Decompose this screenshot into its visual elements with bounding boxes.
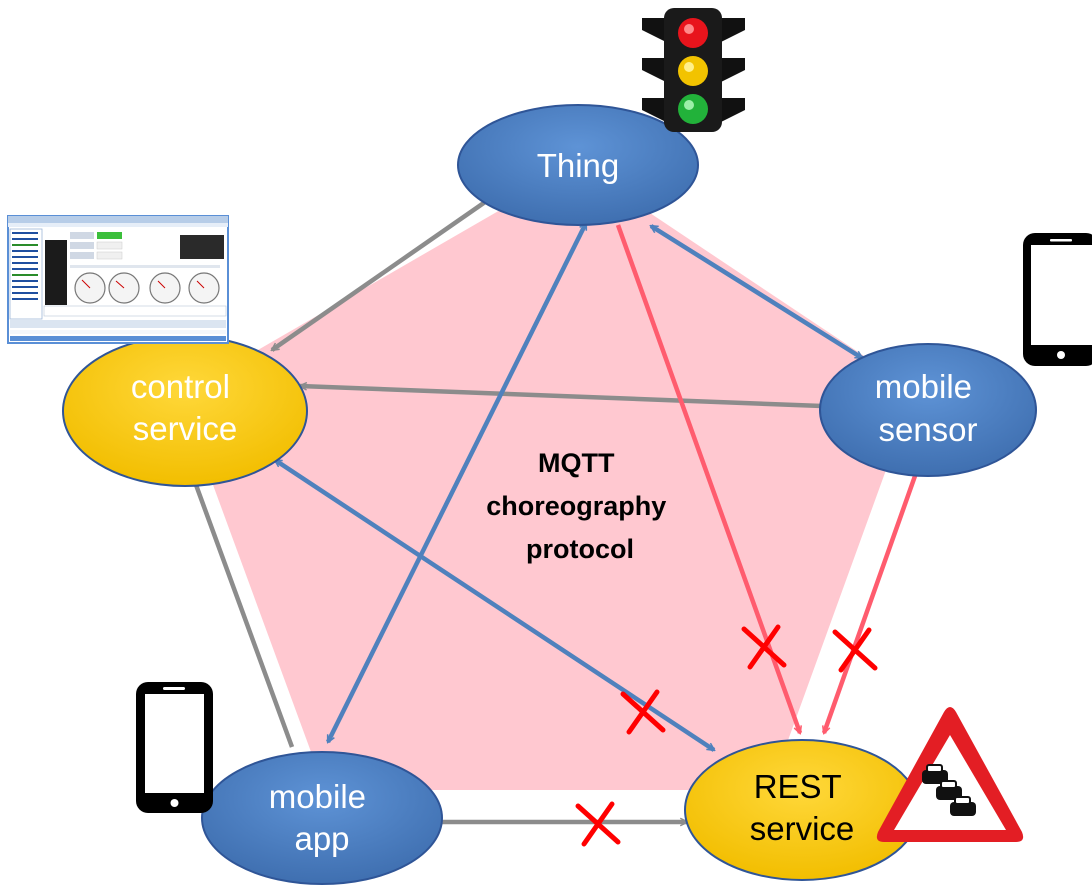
svg-text:REST service: REST service — [750, 768, 855, 847]
node-control-service[interactable]: control service — [62, 335, 308, 487]
blocked-mark-sensor-to-rest — [832, 627, 878, 673]
node-control-service-label-line-2: service — [133, 410, 238, 447]
node-thing[interactable]: Thing — [457, 104, 699, 226]
node-rest-service-label-line-2: service — [750, 810, 855, 847]
center-label-line-3: protocol — [526, 534, 634, 564]
node-control-service-label-line-1: control — [131, 368, 230, 405]
edges-layer — [189, 198, 924, 847]
traffic-jam-warning-icon — [876, 707, 1024, 842]
blocked-mark-stroke — [747, 624, 781, 670]
center-label-line-1: MQTT — [538, 448, 615, 478]
edge-thing-to-sensor — [651, 224, 862, 360]
desktop-app-screenshot-icon — [7, 215, 229, 344]
svg-text:mobile app: mobile app — [269, 778, 375, 857]
traffic-light-icon — [642, 8, 745, 132]
blocked-mark-stroke — [581, 801, 615, 847]
svg-text:mobile sensor: mobile sensor — [875, 368, 981, 448]
blocked-mark-stroke — [838, 627, 872, 673]
node-mobile-app-label-line-1: mobile — [269, 778, 366, 815]
node-mobile-sensor-label-line-2: sensor — [878, 411, 977, 448]
node-mobile-sensor-label-line-1: mobile — [875, 368, 972, 405]
node-mobile-app[interactable]: mobile app — [201, 751, 443, 885]
blocked-mark-stroke — [626, 689, 660, 735]
node-rest-service[interactable]: REST service — [684, 739, 920, 881]
node-mobile-sensor[interactable]: mobile sensor — [819, 343, 1037, 477]
blocked-mark-control-to-rest — [620, 689, 666, 735]
blocked-mark-thing-to-rest — [741, 624, 787, 670]
tablet-icon — [1023, 233, 1092, 366]
node-mobile-sensor-shape — [819, 343, 1037, 477]
svg-text:control service: control service — [131, 368, 239, 447]
edge-thing-to-rest — [615, 224, 803, 733]
center-label-line-2: choreography — [486, 491, 666, 521]
blocked-mark-app-to-rest — [575, 801, 621, 847]
svg-text:Thing: Thing — [537, 147, 620, 184]
node-rest-service-label-line-1: REST — [754, 768, 842, 805]
center-label: MQTT choreography protocol — [486, 448, 674, 564]
node-thing-label-line-1: Thing — [537, 147, 620, 184]
edge-sensor-to-rest — [821, 458, 924, 733]
edge-control-to-rest — [275, 458, 714, 752]
node-thing-shape — [457, 104, 699, 226]
smartphone-icon — [136, 682, 213, 813]
node-mobile-app-shape — [201, 751, 443, 885]
node-mobile-app-label-line-2: app — [294, 820, 349, 857]
